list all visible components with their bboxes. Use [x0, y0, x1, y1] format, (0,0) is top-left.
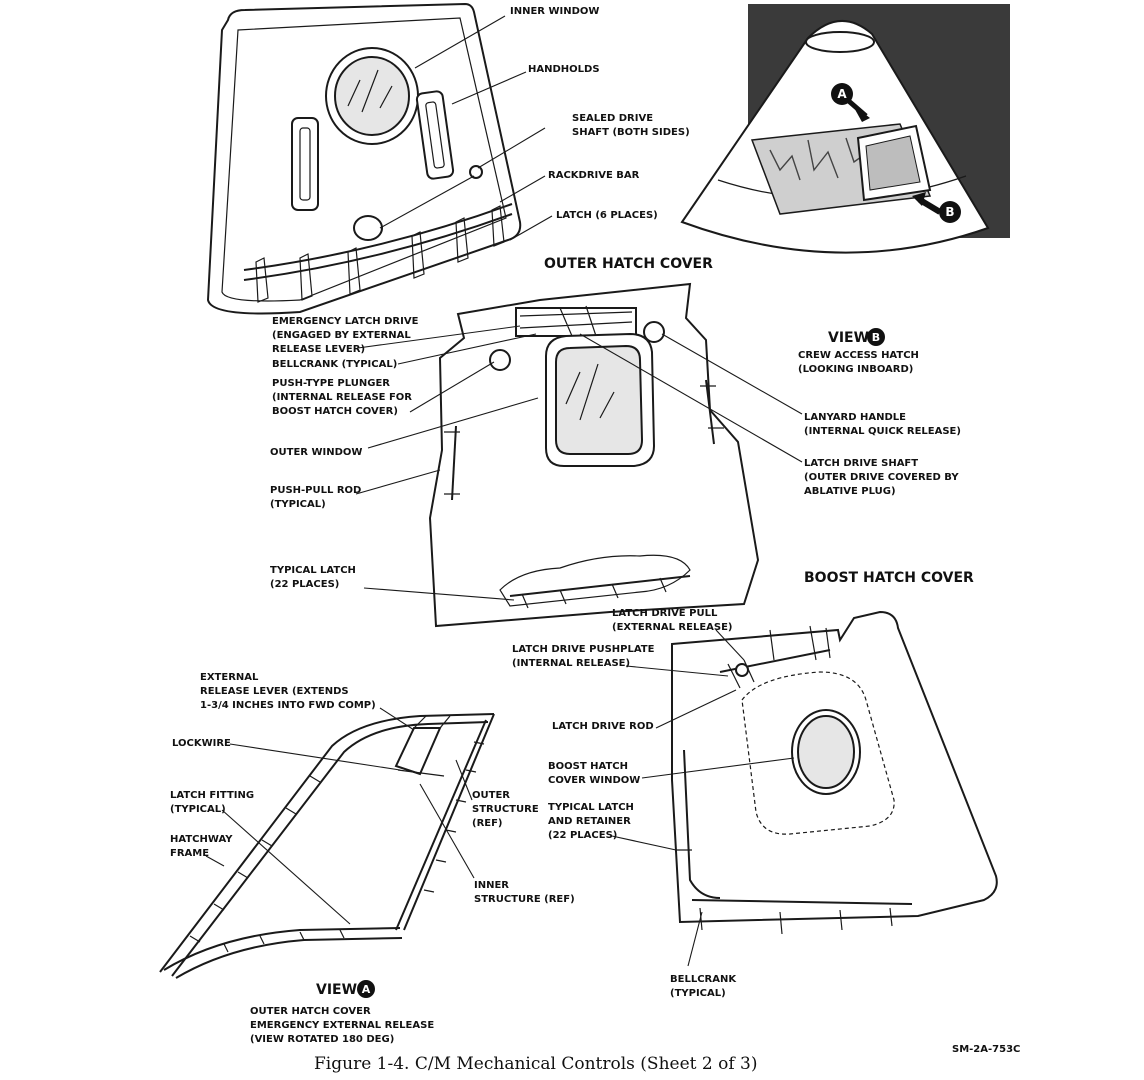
- label-lanyard-2: (INTERNAL QUICK RELEASE): [804, 426, 961, 437]
- label-rackdrive-bar: RACKDRIVE BAR: [548, 170, 640, 181]
- label-ext-2: RELEASE LEVER (EXTENDS: [200, 686, 349, 697]
- label-pushpull-2: (TYPICAL): [270, 499, 326, 510]
- command-module-drawing: [680, 4, 1010, 254]
- view-a-title: VIEW: [316, 982, 357, 998]
- inner-hatch-drawing: [206, 2, 553, 315]
- view-b-line-1: CREW ACCESS HATCH: [798, 350, 919, 361]
- label-outer-str-3: (REF): [472, 818, 503, 829]
- label-emerg-3: RELEASE LEVER): [272, 344, 365, 355]
- label-tlr-2: AND RETAINER: [548, 816, 631, 827]
- label-typlatch-2: (22 PLACES): [270, 579, 339, 590]
- label-lds-3: ABLATIVE PLUG): [804, 486, 896, 497]
- view-a-line-1: OUTER HATCH COVER: [250, 1006, 371, 1017]
- label-inner-str-1: INNER: [474, 880, 509, 891]
- label-inner-window: INNER WINDOW: [510, 6, 599, 17]
- view-b-line-2: (LOOKING INBOARD): [798, 364, 913, 375]
- label-sealed-drive-2: SHAFT (BOTH SIDES): [572, 127, 690, 138]
- view-b-title: VIEW: [828, 330, 869, 346]
- hatchway-frame-drawing: [159, 707, 495, 979]
- boost-hatch-title: BOOST HATCH COVER: [804, 570, 974, 586]
- drawing-number: SM-2A-753C: [952, 1044, 1020, 1055]
- label-frame-2: FRAME: [170, 848, 209, 859]
- label-bellcrank: BELLCRANK (TYPICAL): [272, 359, 397, 370]
- label-fitting-1: LATCH FITTING: [170, 790, 254, 801]
- view-a-line-3: (VIEW ROTATED 180 DEG): [250, 1034, 394, 1045]
- label-ext-3: 1-3/4 INCHES INTO FWD COMP): [200, 700, 376, 711]
- label-ldpull-1: LATCH DRIVE PULL: [612, 608, 718, 619]
- label-lanyard-1: LANYARD HANDLE: [804, 412, 906, 423]
- view-b-badge-icon: [867, 328, 885, 346]
- label-ldrod: LATCH DRIVE ROD: [552, 721, 654, 732]
- cm-marker-b: B: [945, 205, 954, 219]
- label-ext-1: EXTERNAL: [200, 672, 259, 683]
- handhold-left-icon: [291, 117, 319, 211]
- outer-hatch-drawing: [355, 282, 803, 628]
- label-typlatch-1: TYPICAL LATCH: [270, 565, 356, 576]
- label-emerg-2: (ENGAGED BY EXTERNAL: [272, 330, 411, 341]
- label-sealed-drive-1: SEALED DRIVE: [572, 113, 653, 124]
- label-latch-6: LATCH (6 PLACES): [556, 210, 658, 221]
- label-lockwire: LOCKWIRE: [172, 738, 231, 749]
- outer-hatch-title: OUTER HATCH COVER: [544, 256, 713, 272]
- cm-marker-a: A: [837, 87, 847, 101]
- label-plunger-3: BOOST HATCH COVER): [272, 406, 398, 417]
- label-outer-window: OUTER WINDOW: [270, 447, 362, 458]
- label-plunger-2: (INTERNAL RELEASE FOR: [272, 392, 412, 403]
- label-plunger-1: PUSH-TYPE PLUNGER: [272, 378, 390, 389]
- label-pushpull-1: PUSH-PULL ROD: [270, 485, 361, 496]
- view-a-badge: A: [362, 983, 371, 996]
- label-tlr-1: TYPICAL LATCH: [548, 802, 634, 813]
- label-bhw-2: COVER WINDOW: [548, 775, 640, 786]
- handhold-right-icon: [415, 90, 455, 180]
- figure-caption: Figure 1-4. C/M Mechanical Controls (She…: [314, 1054, 757, 1074]
- label-bellcrank-b-1: BELLCRANK: [670, 974, 737, 985]
- label-lds-2: (OUTER DRIVE COVERED BY: [804, 472, 959, 483]
- view-a-line-2: EMERGENCY EXTERNAL RELEASE: [250, 1020, 434, 1031]
- view-b-marker-icon: [939, 201, 961, 223]
- label-bellcrank-b-2: (TYPICAL): [670, 988, 726, 999]
- boost-hatch-drawing: [611, 610, 998, 967]
- label-bhw-1: BOOST HATCH: [548, 761, 628, 772]
- label-outer-str-1: OUTER: [472, 790, 510, 801]
- view-b-badge: B: [872, 331, 880, 344]
- view-a-marker-icon: [831, 83, 853, 105]
- label-ldpull-2: (EXTERNAL RELEASE): [612, 622, 733, 633]
- label-emerg-1: EMERGENCY LATCH DRIVE: [272, 316, 419, 327]
- label-fitting-2: (TYPICAL): [170, 804, 226, 815]
- label-inner-str-2: STRUCTURE (REF): [474, 894, 575, 905]
- label-ldpush-2: (INTERNAL RELEASE): [512, 658, 630, 669]
- label-lds-1: LATCH DRIVE SHAFT: [804, 458, 918, 469]
- label-tlr-3: (22 PLACES): [548, 830, 617, 841]
- label-outer-str-2: STRUCTURE: [472, 804, 539, 815]
- label-ldpush-1: LATCH DRIVE PUSHPLATE: [512, 644, 655, 655]
- view-a-badge-icon: [357, 980, 375, 998]
- label-handholds: HANDHOLDS: [528, 64, 600, 75]
- label-frame-1: HATCHWAY: [170, 834, 233, 845]
